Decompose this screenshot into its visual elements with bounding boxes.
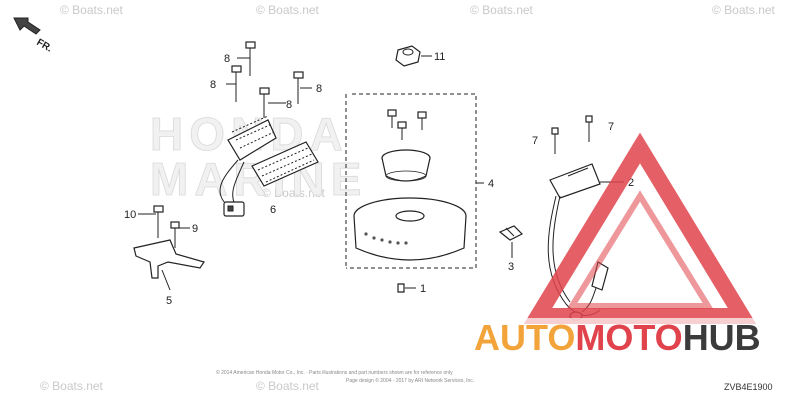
watermark-2: © Boats.net <box>256 3 320 17</box>
watermark-layer: © Boats.net © Boats.net © Boats.net © Bo… <box>40 3 776 393</box>
callout-numbers: 1 2 3 4 5 6 7 7 8 8 8 8 9 10 11 <box>124 51 634 307</box>
callout-9: 9 <box>192 223 198 235</box>
mounting-bracket-5 <box>133 205 205 279</box>
watermark-center: © Boats.net <box>262 186 326 200</box>
stator-screws <box>387 109 427 140</box>
bolt-8b <box>231 65 242 102</box>
callout-8b: 8 <box>210 79 216 91</box>
diagram-code: ZVB4E1900 <box>724 382 773 392</box>
regulator-body-upper <box>227 119 277 161</box>
watermark-3: © Boats.net <box>470 3 534 17</box>
automotohub-logo: AUTOMOTOHUB <box>474 132 790 358</box>
regulator-body-lower <box>251 141 319 187</box>
callout-11: 11 <box>434 51 445 63</box>
watermark-1: © Boats.net <box>60 3 124 17</box>
bolt-10 <box>153 205 164 213</box>
callout-8c: 8 <box>286 99 292 111</box>
bolt-8a <box>245 41 256 76</box>
bolt-8d <box>293 71 304 104</box>
callout-7a: 7 <box>532 135 538 147</box>
brand-word-2: MARINE <box>150 153 367 205</box>
callout-8d: 8 <box>316 83 322 95</box>
background-brand-lettering: HONDA MARINE <box>150 108 367 206</box>
flywheel-side <box>353 215 467 261</box>
bolt-9 <box>170 221 180 229</box>
direction-label: FR. <box>35 37 55 55</box>
callout-2: 2 <box>628 177 634 189</box>
watermark-4: © Boats.net <box>712 3 776 17</box>
arrow-icon <box>13 17 41 35</box>
callout-8a: 8 <box>224 53 230 65</box>
watermark-6: © Boats.net <box>256 379 320 393</box>
connector-plug <box>223 201 245 217</box>
callout-3: 3 <box>508 261 514 273</box>
woodruff-key-1 <box>397 283 405 293</box>
bolt-8c <box>259 87 270 118</box>
callout-5: 5 <box>166 295 172 307</box>
callout-1: 1 <box>420 283 426 295</box>
copyright-line-1: © 2014 American Honda Motor Co., Inc. · … <box>216 369 453 376</box>
copyright-line-2: Page design © 2004 - 2017 by ARI Network… <box>346 377 474 384</box>
callout-7b: 7 <box>608 121 614 133</box>
callout-10: 10 <box>124 209 136 221</box>
regulator-rectifier-assembly <box>219 41 319 217</box>
watermark-5: © Boats.net <box>40 379 104 393</box>
front-direction-arrow: FR. <box>13 17 55 55</box>
logo-text: AUTOMOTOHUB <box>474 317 761 358</box>
callout-6: 6 <box>270 204 276 216</box>
logo-triangle-icon <box>523 132 757 324</box>
flywheel-nut-11 <box>395 45 432 67</box>
flywheel-slots <box>364 232 408 245</box>
wire-clamp-3 <box>498 225 524 258</box>
callout-4: 4 <box>488 178 494 190</box>
stator-group-box <box>345 93 477 269</box>
spark-plug-cap <box>591 261 609 291</box>
ignition-coil-body <box>549 163 601 199</box>
